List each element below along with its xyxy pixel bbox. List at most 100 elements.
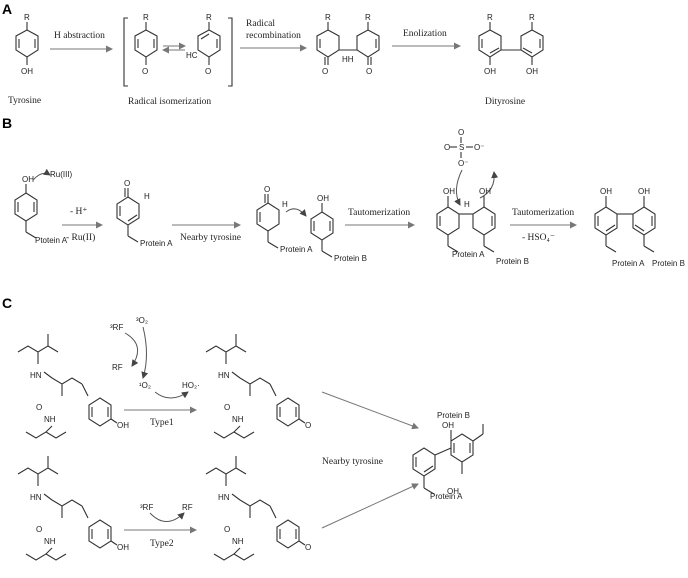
- type1-mechanism: ³RF ³O₂ RF ¹O₂ HO₂· Type1: [110, 316, 200, 428]
- panel-label-c: C: [2, 295, 12, 311]
- minus-h-label: - H⁺: [70, 207, 87, 217]
- recombination-label-1: Radical: [246, 19, 275, 29]
- right-bracket: [228, 17, 233, 87]
- radical-pair-b: O H Protein A OH Protein B: [256, 185, 367, 263]
- r-group-label: R: [24, 13, 30, 22]
- protein-a-label: Protein A: [430, 492, 463, 501]
- hydroxyl-label: OH: [117, 421, 129, 430]
- converge-arrow-top: [321, 391, 419, 430]
- oxygen-label: O: [305, 421, 311, 430]
- protein-a-label: Protein A: [612, 259, 645, 268]
- minus-hso4-label: - HSO₄⁻: [522, 233, 555, 243]
- minus-ru-label: - Ru(II): [66, 232, 95, 243]
- nh-label: NH: [232, 415, 244, 424]
- oxygen-label: O: [458, 128, 464, 137]
- protein-a-label: Protein A: [452, 250, 485, 259]
- h-abstraction-label: H abstraction: [54, 31, 105, 41]
- oxygen-anion-label: O⁻: [474, 143, 484, 152]
- hc-label: HC: [186, 51, 198, 60]
- tyrosyl-radical-peptide-2: HN O NH O: [205, 456, 311, 561]
- hydroxyl-label: OH: [600, 187, 612, 196]
- tyrosine-label: Tyrosine: [8, 96, 41, 106]
- hn-label: HN: [218, 493, 230, 502]
- hh-label: HH: [342, 55, 354, 64]
- protein-a-label: Ptotein A: [35, 236, 68, 245]
- oxygen-label: O: [264, 185, 270, 194]
- tautomerization-label-1: Tautomerization: [348, 208, 410, 218]
- protein-a-label: Protein A: [280, 245, 313, 254]
- type1-label: Type1: [150, 418, 174, 428]
- hydroperoxyl-label: HO₂·: [182, 381, 200, 390]
- sulfate-adduct: O O S O⁻ O⁻: [444, 128, 499, 206]
- hydroxyl-label: OH: [484, 67, 496, 76]
- hydroxyl-label: OH: [317, 194, 329, 203]
- nh-label: NH: [44, 415, 56, 424]
- tyrosine-ru-complex: OH Ru(III) Ptotein A: [14, 168, 73, 245]
- oxygen-label: O: [305, 543, 311, 552]
- oxygen-label: O: [322, 67, 328, 76]
- r-group-label: R: [325, 13, 331, 22]
- r-group-label: R: [143, 13, 149, 22]
- hydroxyl-label: OH: [22, 175, 34, 184]
- converge-arrow-bottom: [321, 483, 419, 529]
- r-group-label: R: [206, 13, 212, 22]
- nh-label: NH: [232, 537, 244, 546]
- type2-mechanism: ³RF RF Type2: [124, 503, 197, 549]
- hydroxyl-label: OH: [443, 187, 455, 196]
- hydroxyl-label: OH: [21, 67, 33, 76]
- dityrosine-precursor-b: OH OH H Protein A Protein B: [436, 187, 529, 266]
- oxygen-label: O: [224, 403, 230, 412]
- rf-label: RF: [182, 503, 193, 512]
- oxygen-label: O: [224, 525, 230, 534]
- carbon-radical: R HC O: [186, 13, 221, 76]
- hydroxyl-label: OH: [526, 67, 538, 76]
- left-bracket: [123, 17, 128, 87]
- hydrogen-label: H: [282, 200, 288, 209]
- protein-b-label: Protein B: [437, 411, 470, 420]
- tyrosine-molecule: R OH: [15, 13, 39, 76]
- peptide-tyrosine-1: HN O NH OH: [17, 334, 129, 439]
- protein-b-label: Protein B: [496, 257, 529, 266]
- tyrosyl-radical-peptide-1: HN O NH O: [205, 334, 311, 439]
- rf-label: RF: [112, 363, 123, 372]
- oxygen-label: O: [36, 403, 42, 412]
- oxygen-label: O: [444, 143, 450, 152]
- triplet-rf-label: ³RF: [140, 503, 153, 512]
- nearby-tyrosine-label-b: Nearby tyrosine: [180, 233, 241, 243]
- dityrosine-crosslink-c: Protein A OH Protein B OH: [412, 411, 484, 501]
- oxygen-anion-label: O⁻: [458, 159, 468, 168]
- sulfur-label: S: [459, 143, 464, 152]
- ru3-label: Ru(III): [50, 170, 73, 179]
- r-group-label: R: [365, 13, 371, 22]
- singlet-oxygen-label: ¹O₂: [139, 381, 151, 390]
- hydroxyl-label: OH: [479, 187, 491, 196]
- quinone-radical-b: O H Protein A: [116, 179, 173, 248]
- hydrogen-label: H: [464, 200, 470, 209]
- nh-label: NH: [44, 537, 56, 546]
- oxygen-label: O: [142, 67, 148, 76]
- radical-isomerization-label: Radical isomerization: [128, 97, 211, 107]
- type2-label: Type2: [150, 539, 174, 549]
- triplet-oxygen-label: ³O₂: [136, 316, 148, 325]
- oxygen-label: O: [366, 67, 372, 76]
- r-group-label: R: [487, 13, 493, 22]
- hydroxyl-label: OH: [447, 487, 459, 496]
- hn-label: HN: [30, 493, 42, 502]
- hydroxyl-label: OH: [117, 543, 129, 552]
- protein-b-label: Protein B: [334, 254, 367, 263]
- phenoxyl-radical: R O: [134, 13, 158, 76]
- hn-label: HN: [218, 371, 230, 380]
- recombination-label-2: recombination: [246, 31, 301, 41]
- oxygen-label: O: [36, 525, 42, 534]
- dityrosine-molecule-a: R R OH OH: [478, 13, 544, 76]
- diketone-intermediate: R R HH O O: [316, 13, 380, 76]
- triplet-rf-label: ³RF: [110, 323, 123, 332]
- hydroxyl-label: OH: [442, 421, 454, 430]
- r-group-label: R: [529, 13, 535, 22]
- hydrogen-label: H: [144, 192, 150, 201]
- oxygen-label: O: [205, 67, 211, 76]
- panel-label-a: A: [2, 1, 12, 17]
- peptide-tyrosine-2: HN O NH OH: [17, 456, 129, 561]
- tautomerization-label-2: Tautomerization: [512, 208, 574, 218]
